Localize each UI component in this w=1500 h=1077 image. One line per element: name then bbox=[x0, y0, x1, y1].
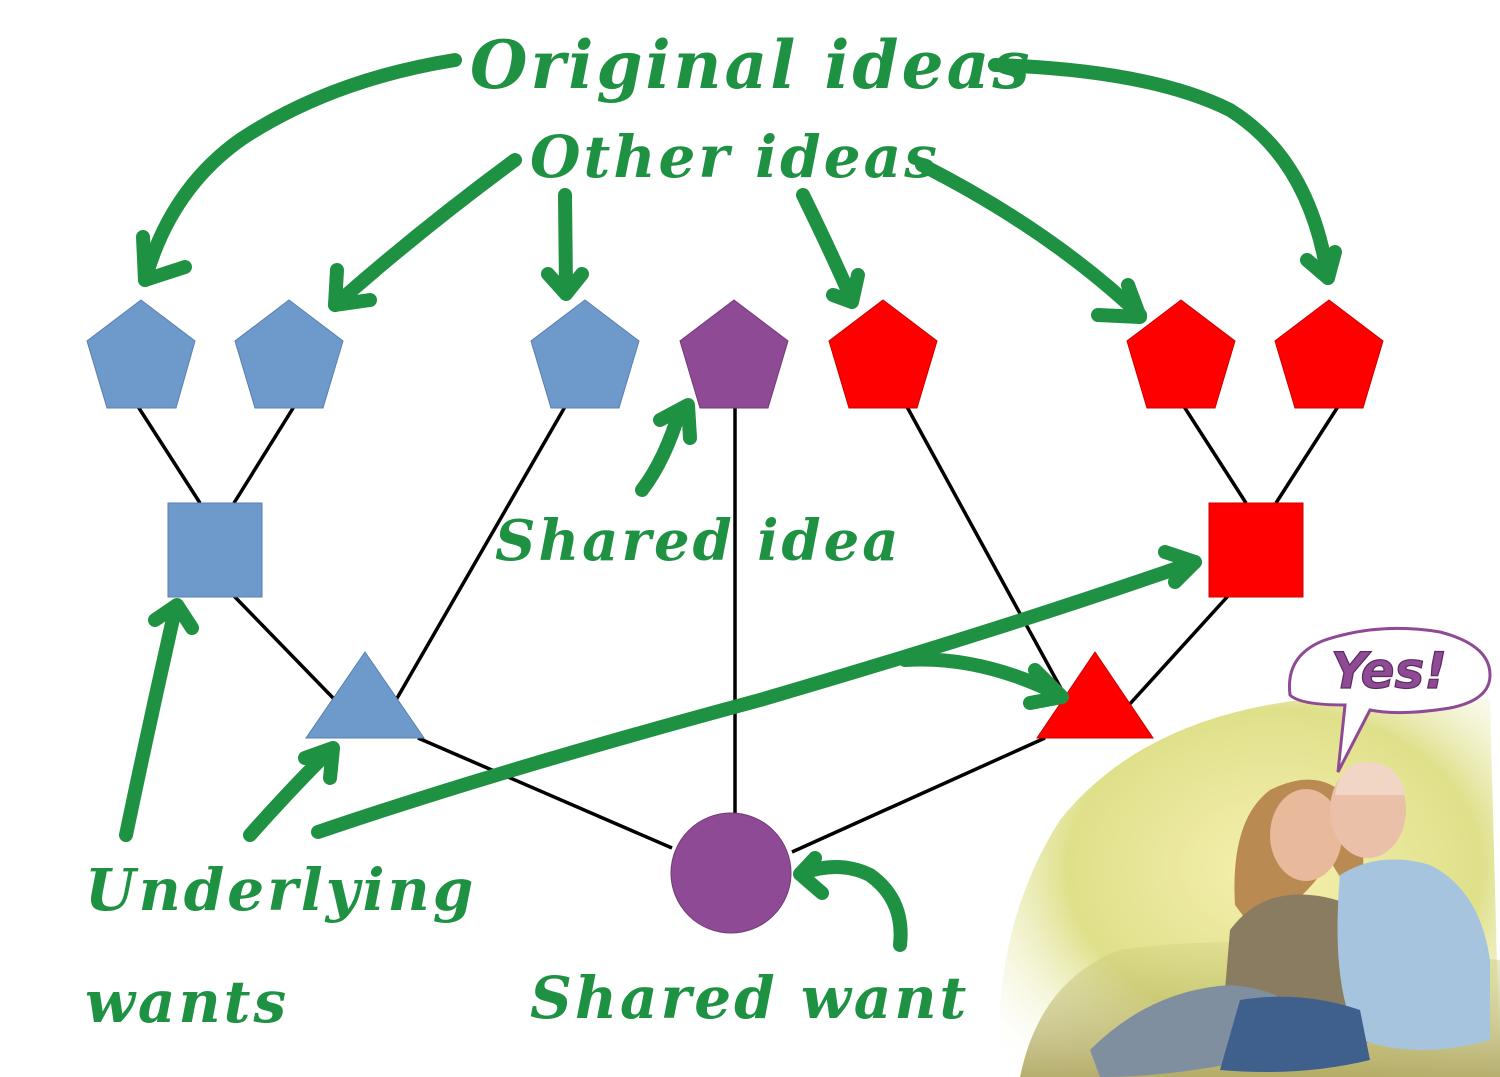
arrow-original-to-blue-pentagon-1 bbox=[138, 53, 462, 287]
red-square bbox=[1208, 502, 1304, 598]
arrow-other-to-red-pentagon-2 bbox=[915, 158, 1147, 322]
red-pentagon-2 bbox=[1126, 299, 1236, 409]
arrow-underlying-to-blue-triangle bbox=[243, 743, 337, 842]
arrow-shared-idea-to-purple-pentagon-head bbox=[653, 398, 697, 445]
arrow-underlying-to-blue-square bbox=[119, 603, 182, 842]
edge-bluesquare-triangle bbox=[232, 594, 337, 702]
label-shared-idea: Shared idea bbox=[495, 508, 902, 574]
arrow-underlying-to-blue-square-head bbox=[148, 598, 199, 635]
arrow-shared-idea-to-purple-pentagon bbox=[635, 403, 687, 497]
arrow-shared-want-to-circle-head bbox=[793, 851, 829, 900]
arrow-underlying-to-red-square bbox=[311, 555, 1202, 839]
edges bbox=[135, 404, 1341, 854]
edge-pentagon1-square bbox=[135, 404, 202, 504]
label-original-ideas: Original ideas bbox=[470, 26, 1033, 104]
red-pentagon-3 bbox=[1274, 299, 1384, 409]
label-wants: wants bbox=[85, 968, 289, 1036]
blue-triangle bbox=[305, 651, 425, 739]
couple-photo bbox=[998, 695, 1500, 1077]
arrow-other-to-blue-pentagon-2-head bbox=[328, 263, 377, 312]
purple-pentagon bbox=[679, 299, 789, 409]
label-shared-want: Shared want bbox=[530, 964, 969, 1032]
label-underlying: Underlying bbox=[85, 856, 476, 924]
man-figure bbox=[1220, 761, 1490, 1073]
purple-circle bbox=[670, 812, 792, 934]
edge-pentagon3-triangle bbox=[394, 404, 568, 701]
blue-square bbox=[167, 502, 263, 598]
blue-pentagon-1 bbox=[86, 299, 196, 409]
arrow-other-to-red-pentagon-2-head bbox=[1091, 278, 1147, 324]
edge-redpentagon3-square bbox=[1274, 404, 1341, 504]
labels: Original ideas Other ideas Shared idea U… bbox=[85, 26, 1033, 1036]
arrow-other-to-blue-pentagon-3 bbox=[558, 188, 573, 297]
arrow-other-to-blue-pentagon-2 bbox=[328, 153, 522, 312]
speech-bubble-text: Yes! bbox=[1331, 642, 1447, 700]
arrow-underlying-to-red-triangle-head bbox=[1023, 663, 1069, 710]
arrow-underlying-to-red-square-head bbox=[1158, 545, 1202, 589]
label-other-ideas: Other ideas bbox=[530, 123, 940, 191]
red-pentagon-1 bbox=[828, 299, 938, 409]
edge-redpentagon2-square bbox=[1181, 404, 1248, 504]
arrow-original-to-blue-pentagon-1-head bbox=[136, 230, 192, 287]
arrow-underlying-to-blue-triangle-head bbox=[298, 741, 340, 785]
edge-redsquare-triangle bbox=[1126, 594, 1230, 708]
arrow-original-to-red-pentagon-3-head bbox=[1300, 245, 1342, 285]
arrow-original-to-red-pentagon-3 bbox=[988, 58, 1335, 285]
edge-bluetriangle-circle bbox=[417, 736, 673, 850]
arrow-other-to-blue-pentagon-3-head bbox=[541, 267, 589, 301]
arrow-shared-want-to-circle bbox=[796, 859, 908, 952]
edge-pentagon2-square bbox=[232, 404, 297, 504]
edge-redtriangle-circle bbox=[791, 736, 1046, 854]
arrows bbox=[119, 53, 1342, 952]
shapes bbox=[86, 299, 1384, 934]
speech-bubble: Yes! bbox=[1287, 626, 1492, 773]
arrow-other-to-red-pentagon-1-head bbox=[826, 268, 865, 309]
blue-pentagon-2 bbox=[234, 299, 344, 409]
arrow-other-to-red-pentagon-1 bbox=[796, 188, 859, 307]
blue-pentagon-3 bbox=[530, 299, 640, 409]
edge-redpentagon1-triangle bbox=[904, 404, 1072, 706]
